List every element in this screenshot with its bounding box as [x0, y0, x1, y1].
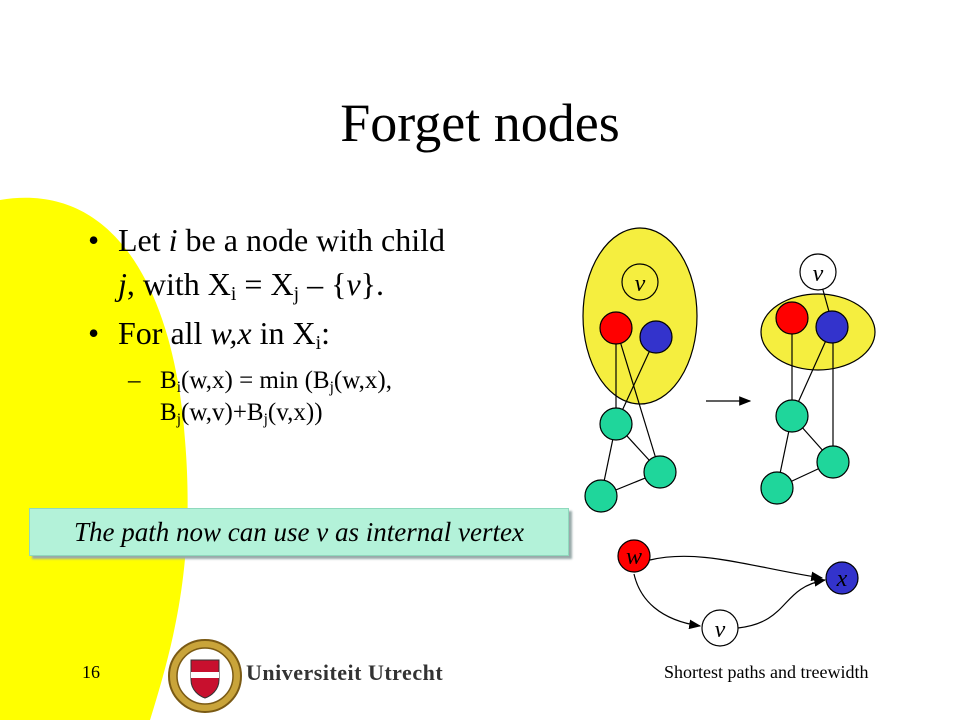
left-blue-node [639, 320, 673, 354]
right-bag-label: v [813, 261, 824, 287]
sub-bullet-dash: – [128, 367, 141, 394]
right-bag-label-circle [799, 253, 837, 291]
bullet-2: • For all w,x in Xi: [88, 315, 331, 354]
path-w-to-v [633, 573, 702, 630]
bottom-w-label: w [626, 544, 642, 570]
right-blue-node [815, 310, 849, 344]
sub-bullet-line-1: Bi(w,x) = min (Bj(w,x), [160, 367, 392, 396]
course-title: Shortest paths and treewidth [664, 662, 869, 682]
bullet-1-line-2: j, with Xi = Xj – {v}. [118, 266, 384, 305]
right-green-node-3 [760, 471, 794, 505]
right-green-node-2 [816, 445, 850, 479]
path-v-to-x [737, 577, 827, 629]
bottom-v-node [701, 609, 739, 647]
right-red-node [775, 301, 809, 335]
path-w-to-x-direct [649, 555, 824, 582]
left-bag-ellipse [582, 227, 698, 405]
slide-title: Forget nodes [340, 93, 620, 153]
left-green-node-2 [643, 455, 677, 489]
left-green-node-1 [599, 407, 633, 441]
callout-box: The path now can use v as internal verte… [29, 508, 569, 556]
bottom-w-node [617, 539, 651, 573]
sub-bullet-line-2: Bj(w,v)+Bj(v,x)) [160, 399, 323, 428]
bullet-dot: • [88, 222, 100, 258]
left-bag-label-circle [621, 263, 659, 301]
university-seal [168, 639, 242, 713]
bullet-1: • Let i be a node with child [88, 222, 446, 258]
left-bag-label: v [635, 271, 646, 297]
page-number: 16 [82, 662, 100, 682]
left-red-node [599, 311, 633, 345]
bottom-x-node [825, 561, 859, 595]
bottom-v-label: v [715, 617, 726, 643]
right-green-node-1 [775, 399, 809, 433]
bottom-x-label: x [836, 566, 848, 592]
bullet-dot: • [88, 315, 100, 351]
left-green-node-3 [584, 479, 618, 513]
university-logo-text: Universiteit Utrecht [246, 660, 444, 685]
